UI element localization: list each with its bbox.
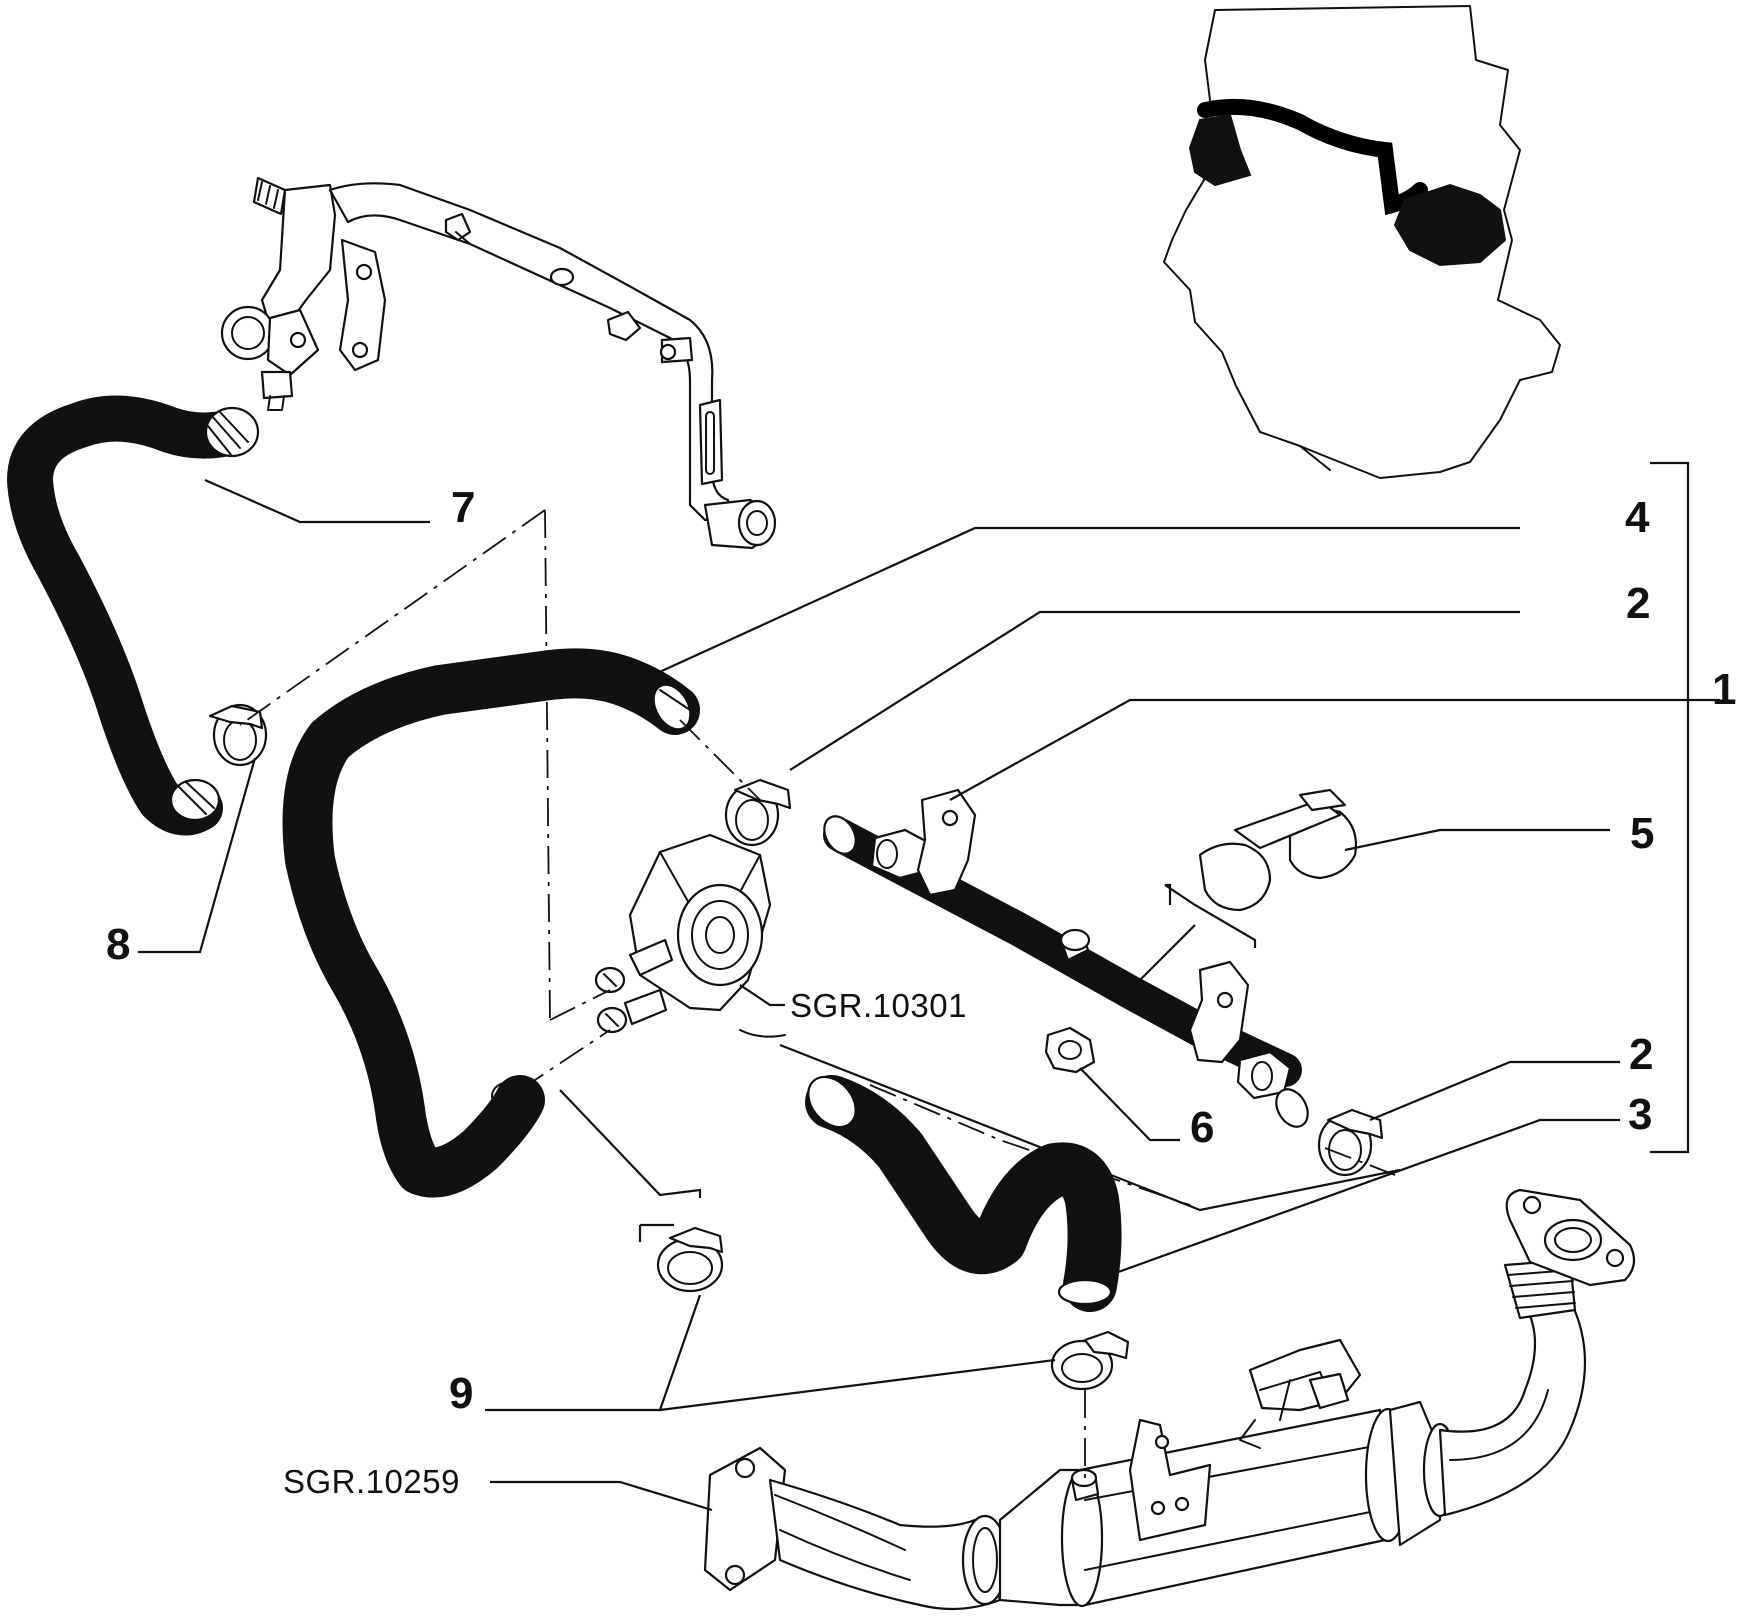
reference-exhaust-pipe: SGR.10259 [283, 1463, 460, 1500]
callout-6: 6 [1190, 1103, 1215, 1152]
hose-7 [7, 395, 260, 836]
oil-cooler [594, 833, 772, 1034]
clamp-9-right [1050, 1330, 1130, 1391]
clamp-2-upper [724, 778, 792, 847]
hose-3 [805, 1075, 1122, 1312]
pipe-1 [823, 788, 1309, 1128]
callout-7: 7 [451, 483, 476, 532]
highlighted-egr-cooler [1393, 183, 1507, 267]
water-pipe-assembly [220, 176, 777, 550]
hose-4 [282, 648, 700, 1198]
exhaust-egr-pipe [703, 1188, 1636, 1611]
callout-8: 8 [106, 920, 131, 969]
callout-2-upper: 2 [1626, 579, 1651, 628]
reference-oil-cooler: SGR.10301 [790, 987, 967, 1024]
highlighted-valve-block [1188, 113, 1252, 187]
callout-1: 1 [1712, 665, 1737, 714]
nut-6 [1044, 1026, 1096, 1074]
callout-leader-lines [138, 461, 1720, 1512]
clamp-9-left [656, 1226, 724, 1293]
callout-5: 5 [1630, 809, 1655, 858]
double-clip-5 [1198, 788, 1358, 912]
callout-3: 3 [1628, 1090, 1653, 1139]
clamp-2-lower [1317, 1108, 1384, 1177]
assembly-axis-lines [239, 509, 1401, 1480]
callout-2-lower: 2 [1629, 1030, 1654, 1079]
clamp-8 [208, 703, 268, 767]
callout-9: 9 [449, 1369, 474, 1418]
engine-locator-thumbnail [1163, 5, 1561, 479]
callout-4: 4 [1625, 493, 1650, 542]
